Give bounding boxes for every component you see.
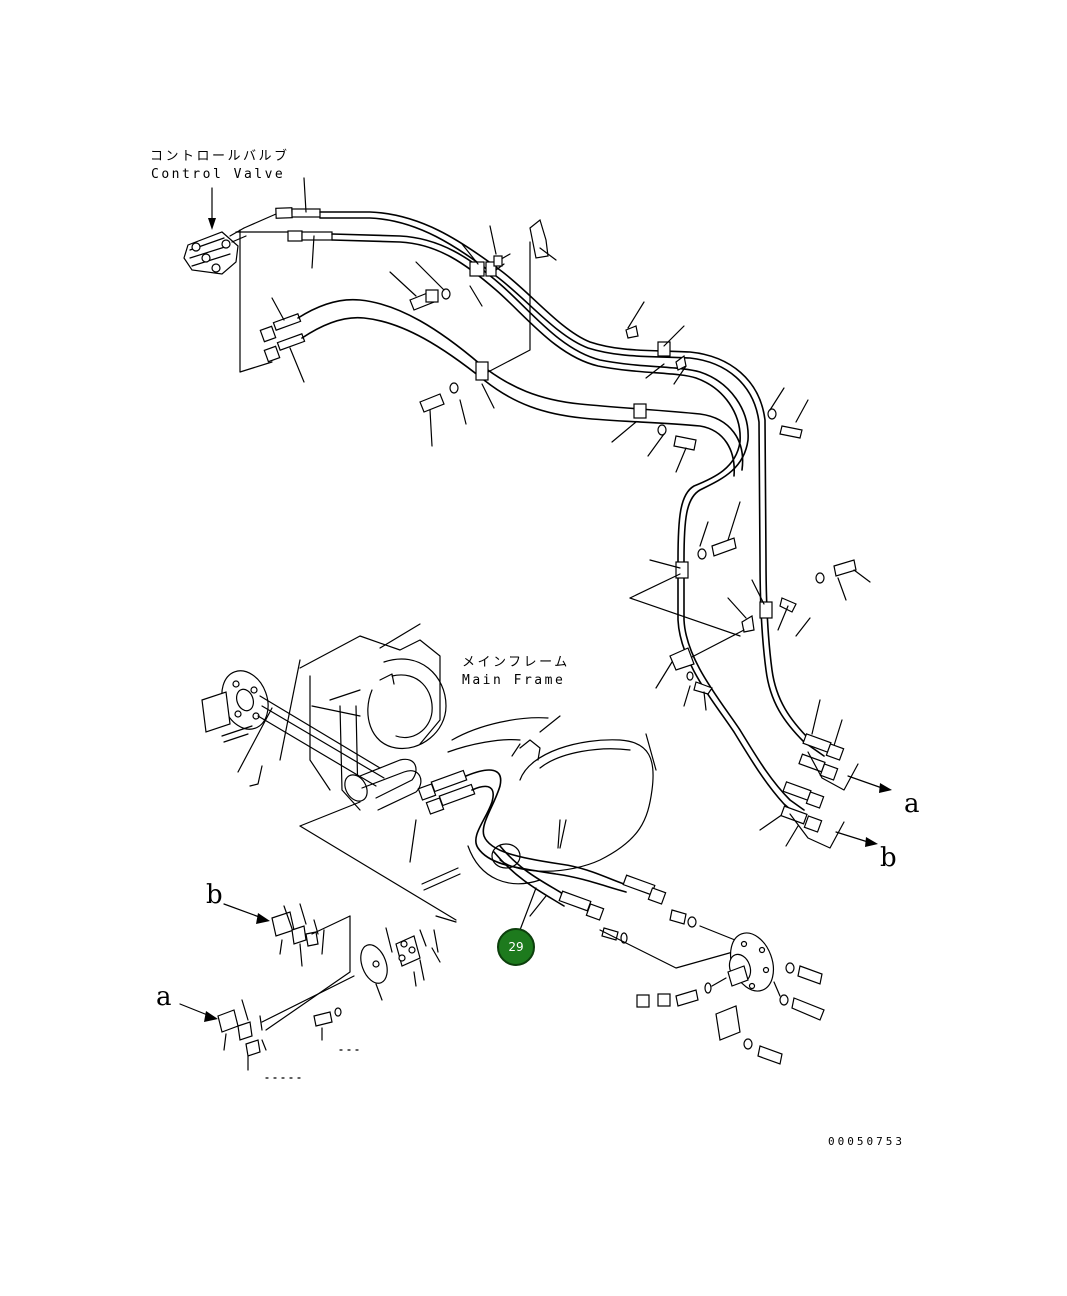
lower-fittings [558, 874, 825, 1065]
control-valve [183, 227, 247, 275]
hose-clamps [469, 261, 773, 619]
bottom-left-assembly [179, 801, 457, 1079]
leader-lines [271, 177, 871, 847]
control-valve-label-en: Control Valve [151, 167, 286, 182]
frame-hoses [417, 769, 631, 907]
part-callout-29[interactable]: 29 [497, 928, 535, 966]
marker-b-left: b [206, 880, 223, 910]
bolts-upper [409, 288, 857, 695]
drawing-number: 00050753 [828, 1135, 905, 1148]
main-frame-label-jp: メインフレーム [462, 655, 570, 670]
upper-hose-assembly [275, 207, 831, 817]
control-valve-label-jp: コントロールバルブ [150, 149, 290, 164]
main-frame [299, 623, 657, 891]
frame-left-flange [201, 659, 422, 811]
marker-b-right: b [880, 843, 897, 873]
marker-a-right: a [904, 789, 920, 819]
marker-a-left: a [156, 982, 172, 1012]
main-frame-label-en: Main Frame [462, 673, 566, 688]
lower-hose-assembly [259, 298, 744, 477]
hose-ends-right [780, 733, 892, 849]
